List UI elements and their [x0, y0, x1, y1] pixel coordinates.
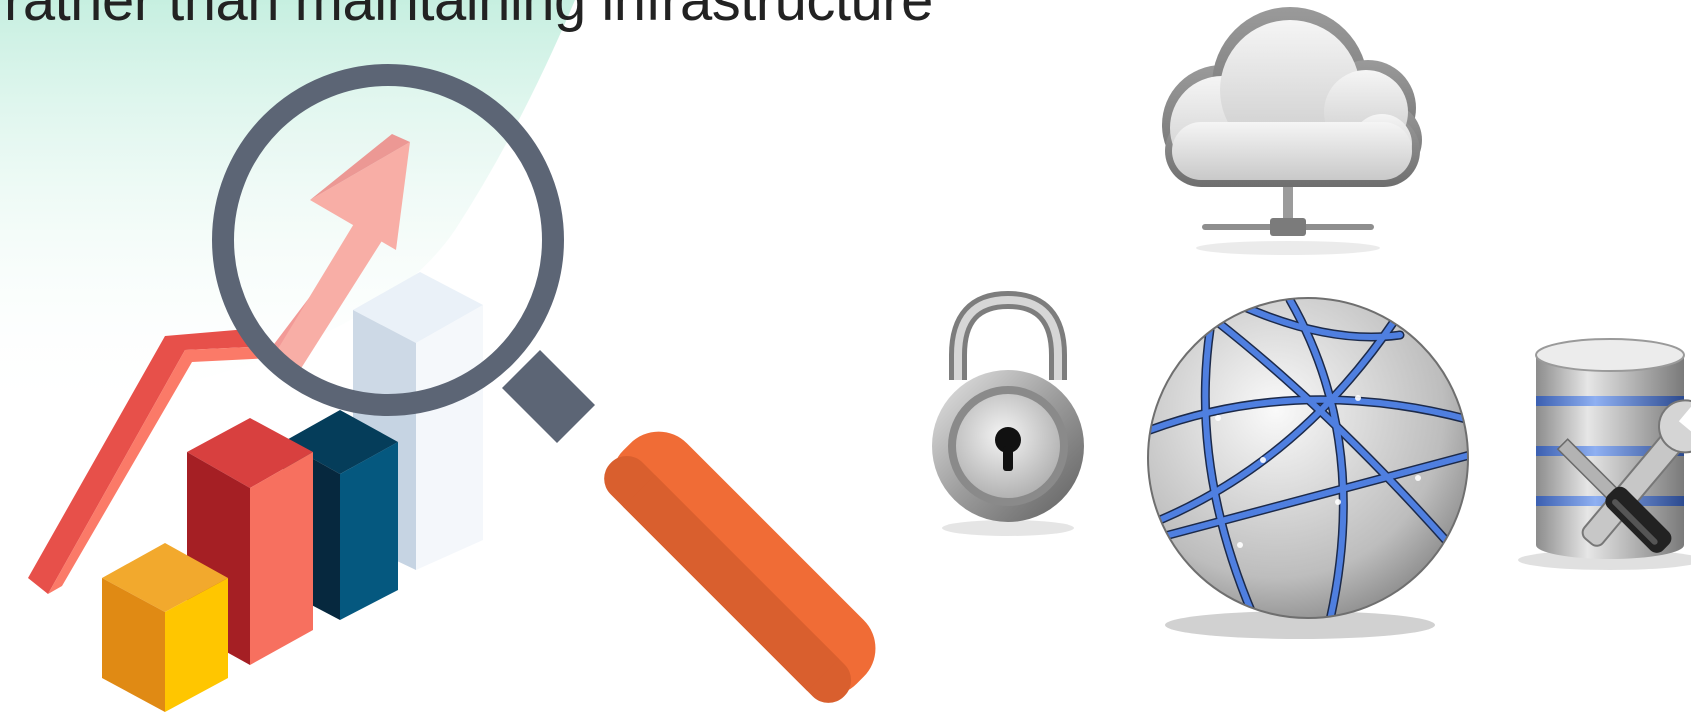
magnifying-glass-icon [212, 64, 876, 703]
slide-headline: rather than maintaining infrastructure [4, 0, 933, 33]
bar-chart-icon [102, 272, 483, 712]
trend-arrow-icon [28, 134, 410, 594]
